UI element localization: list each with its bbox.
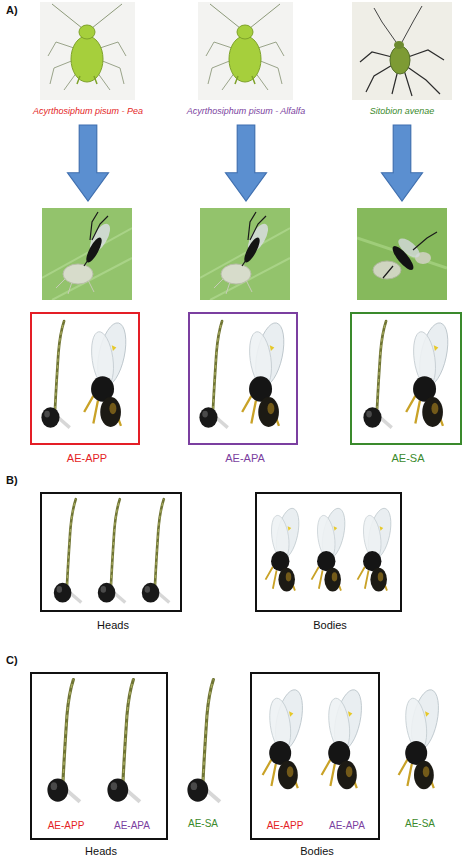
box-label: Heads <box>85 845 117 858</box>
blue-arrow <box>226 125 267 201</box>
wasp-body <box>406 320 453 427</box>
wasp-head <box>47 680 80 802</box>
group-box: AE-APP <box>30 312 140 445</box>
box-label: Bodies <box>300 845 334 858</box>
box-label: AE-APP <box>67 452 107 465</box>
group-box: AE-SA <box>350 312 462 445</box>
wasp-drawings-c <box>47 680 443 802</box>
box-label: AE-APA <box>225 452 265 465</box>
species-label: Acyrthosiphum pisum - Pea <box>33 106 143 116</box>
wasp-head <box>142 499 170 602</box>
wasp-body <box>322 687 367 789</box>
wasp-head <box>41 321 69 428</box>
wasp-body <box>242 320 289 427</box>
wasp-head <box>98 499 126 602</box>
group-box: AE-APPAE-APAHeads <box>30 672 168 840</box>
group-box: Heads <box>40 492 182 612</box>
wasp-head <box>187 680 220 802</box>
group-box: AE-APA <box>188 312 298 445</box>
wasp-body <box>399 687 444 789</box>
box-label: AE-SA <box>391 452 424 465</box>
parasitoid-photos <box>42 208 447 300</box>
blue-arrow <box>382 125 423 201</box>
blue-arrow <box>68 125 109 201</box>
wasp-body <box>263 687 308 789</box>
panel-letter: C) <box>6 654 18 667</box>
box-label: Heads <box>97 619 129 632</box>
group-box: Bodies <box>255 492 402 612</box>
wasp-head <box>54 499 82 602</box>
blue-arrows <box>68 125 423 201</box>
strain-label: AE-SA <box>405 818 435 830</box>
parasitoid-photo <box>42 208 132 300</box>
aphid-photo <box>198 2 293 100</box>
aphid-photo <box>40 2 135 100</box>
parasitoid-photo <box>200 208 290 300</box>
box-label: AE-APA <box>114 820 150 832</box>
wasp-head <box>363 321 391 428</box>
box-label: AE-APP <box>267 820 304 832</box>
wasp-drawings-a <box>41 320 452 427</box>
wasp-head <box>107 680 139 802</box>
box-label: AE-APP <box>48 820 85 832</box>
wasp-body <box>312 506 349 591</box>
wasp-head <box>199 321 227 428</box>
strain-label: AE-SA <box>188 818 218 830</box>
wasp-body <box>84 320 131 427</box>
box-label: AE-APA <box>329 820 365 832</box>
aphid-photo <box>352 2 452 100</box>
wasp-drawings-b <box>54 499 395 602</box>
panel-letter: A) <box>6 4 18 17</box>
aphid-photos <box>40 2 452 100</box>
species-label: Sitobion avenae <box>370 106 435 116</box>
box-label: Bodies <box>313 619 347 632</box>
parasitoid-photo <box>357 208 447 300</box>
wasp-body <box>358 506 395 591</box>
wasp-body <box>266 506 303 591</box>
group-box: AE-APPAE-APABodies <box>250 672 380 840</box>
panel-letter: B) <box>6 474 18 487</box>
species-label: Acyrthosiphum pisum - Alfalfa <box>187 106 306 116</box>
